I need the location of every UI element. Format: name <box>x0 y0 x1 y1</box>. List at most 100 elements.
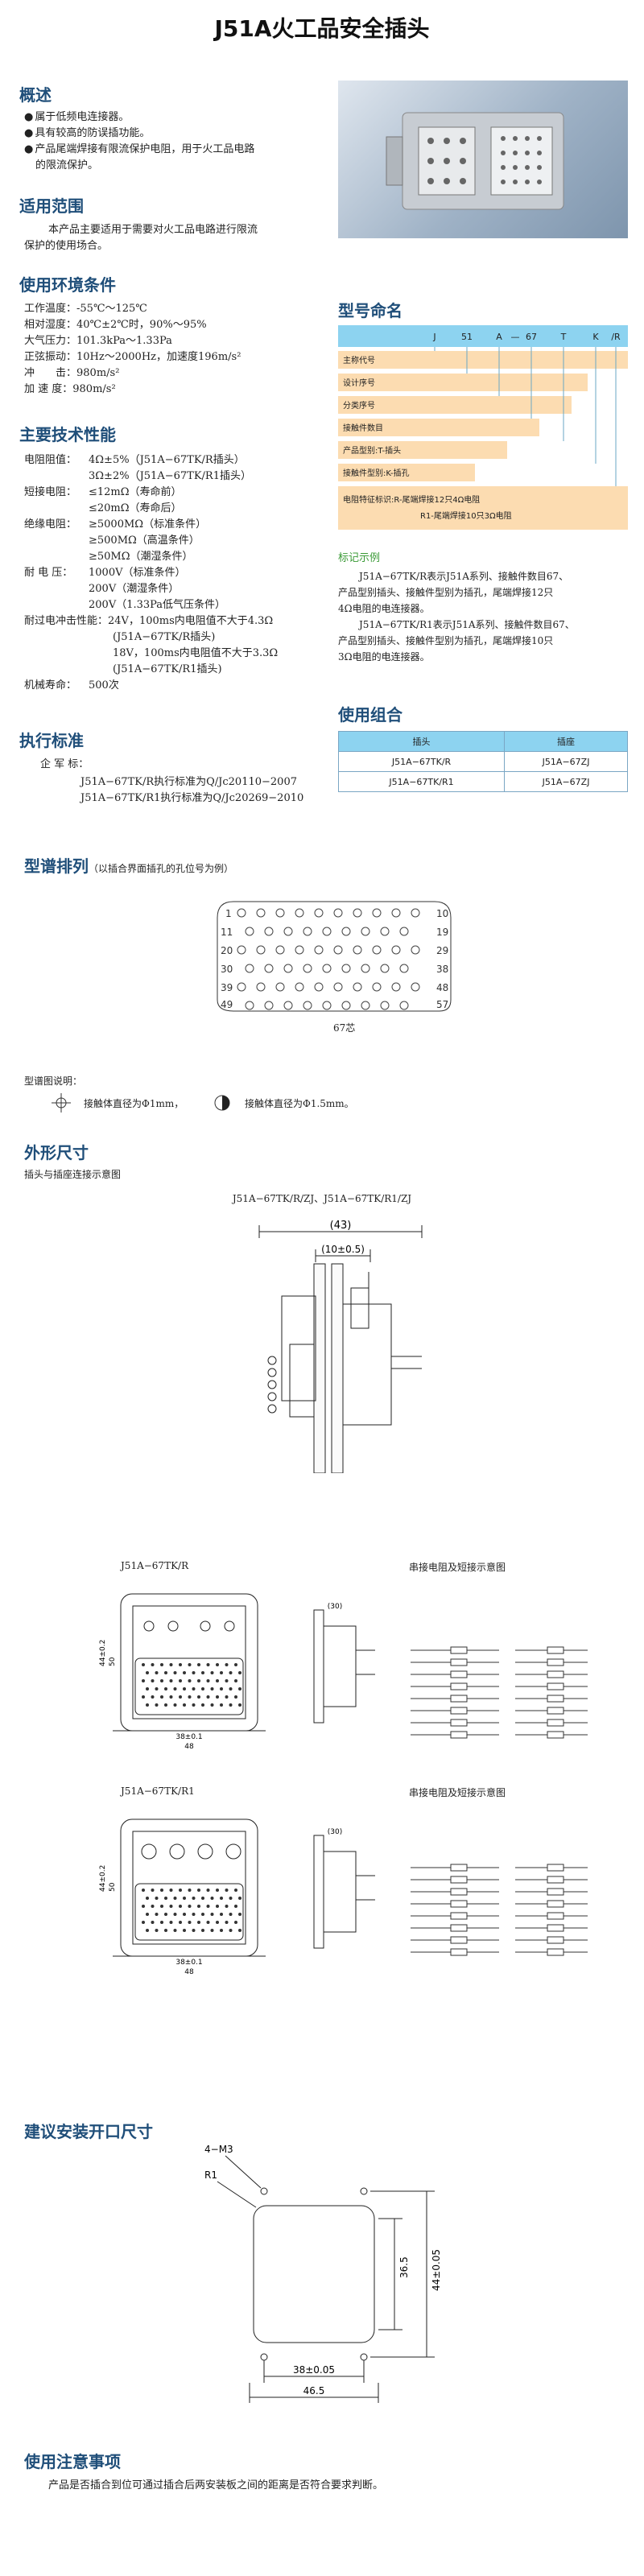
svg-text:36.5: 36.5 <box>398 2256 410 2278</box>
r-side-view: (30) <box>298 1602 378 1731</box>
model-code: A <box>496 332 502 342</box>
svg-text:R1: R1 <box>204 2169 217 2181</box>
tech-line: 机械寿命：500次 <box>24 679 119 691</box>
svg-text:50: 50 <box>109 1657 117 1666</box>
table-row: J51A−67TK/R J51A−67ZJ <box>337 751 628 772</box>
model-code: — <box>511 332 520 342</box>
model-heading: 型号命名 <box>338 301 402 320</box>
dimension-heading: 外形尺寸 <box>24 1143 89 1162</box>
assembly-drawing: (43) (10±0.5) <box>209 1208 467 1474</box>
list-item: 属于低频电连接器。 <box>24 109 330 126</box>
model-code: J <box>432 332 436 342</box>
page-title: J51A火工品安全插头 <box>214 15 430 42</box>
tech-line: 绝缘电阻：≥5000MΩ（标准条件） <box>24 518 207 530</box>
pin-layout-diagram: 1 10 11 19 20 29 30 38 39 48 49 57 <box>185 890 483 1019</box>
layout-heading: 型谱排列 <box>24 857 89 876</box>
tech-line: 耐过电冲击性能：24V，100ms内电阻值不大于4.3Ω <box>24 615 274 627</box>
env-row: 正弦振动：10Hz～2000Hz，加速度196m/s² <box>24 351 242 363</box>
scope-text-line: 保护的使用场合。 <box>24 240 109 252</box>
tech-line: 3Ω±2%（J51A−67TK/R1插头） <box>89 470 251 482</box>
model-code: K <box>592 332 599 342</box>
small-contact-icon <box>52 1093 71 1113</box>
r1-scheme-title: 串接电阻及短接示意图 <box>409 1787 506 1798</box>
tech-heading: 主要技术性能 <box>19 425 116 444</box>
overview-list: 属于低频电连接器。 具有较高的防误插功能。 产品尾端焊接有限流保护电阻，用于火工… <box>24 109 330 158</box>
model-diagram: J 51 A — 67 T K /R 主称代号 设计序号 分类序号 接触件数目 … <box>338 325 628 536</box>
standard-heading: 执行标准 <box>19 731 84 750</box>
tech-line: 电阻阻值：4Ω±5%（J51A−67TK/R插头） <box>24 454 245 466</box>
svg-text:30: 30 <box>221 964 233 975</box>
model-label: 接触件型别:K-插孔 <box>343 468 410 478</box>
env-row: 大气压力：101.3kPa～1.33Pa <box>24 335 172 347</box>
overview-bullet-continued: 的限流保护。 <box>35 159 99 171</box>
r-front-view: 38±0.1 48 44±0.2 50 <box>97 1578 298 1755</box>
scope-heading: 适用范围 <box>19 196 84 216</box>
model-label: 主称代号 <box>343 355 375 365</box>
dimension-title: J51A−67TK/R/ZJ、J51A−67TK/R1/ZJ <box>232 1193 412 1204</box>
env-row: 加 速 度：980m/s² <box>24 383 116 395</box>
env-row: 工作温度：-55℃～125℃ <box>24 303 147 315</box>
tech-table: 电阻阻值：4Ω±5%（J51A−67TK/R插头） 3Ω±2%（J51A−67T… <box>24 452 338 694</box>
svg-text:46.5: 46.5 <box>303 2385 325 2396</box>
svg-text:(43): (43) <box>330 1220 352 1232</box>
product-photo <box>338 80 628 238</box>
dimension-sub: 插头与插座连接示意图 <box>24 1169 122 1180</box>
svg-text:20: 20 <box>221 945 233 956</box>
layout-heading-wrap: 型谱排列（以插合界面插孔的孔位号为例） <box>24 853 233 877</box>
svg-text:38: 38 <box>436 964 448 975</box>
svg-text:57: 57 <box>436 999 448 1010</box>
svg-text:(30): (30) <box>328 1603 342 1611</box>
env-row: 冲 击：980m/s² <box>24 367 120 379</box>
standard-line: J51A−67TK/R1执行标准为Q/Jc20269−2010 <box>80 792 304 804</box>
combo-table: 插头 插座 J51A−67TK/R J51A−67ZJ J51A−67TK/R1… <box>337 731 628 792</box>
list-item: 具有较高的防误插功能。 <box>24 126 330 142</box>
table-row: J51A−67TK/R1 J51A−67ZJ <box>337 771 628 792</box>
svg-text:(10±0.5): (10±0.5) <box>321 1244 365 1255</box>
model-code: 51 <box>461 332 473 342</box>
svg-text:48: 48 <box>184 1968 194 1976</box>
svg-text:44±0.05: 44±0.05 <box>431 2249 442 2291</box>
svg-text:44±0.2: 44±0.2 <box>99 1865 107 1892</box>
large-contact-icon <box>214 1095 230 1111</box>
tech-line: ≤20mΩ（寿命后） <box>89 502 182 514</box>
tech-line: ≥500MΩ（高温条件） <box>89 535 200 547</box>
r1-title: J51A−67TK/R1 <box>121 1785 195 1797</box>
svg-text:48: 48 <box>184 1743 194 1751</box>
standard-line: J51A−67TK/R执行标准为Q/Jc20110−2007 <box>80 776 297 788</box>
env-table: 工作温度：-55℃～125℃ 相对湿度：40℃±2℃时，90%～95% 大气压力… <box>24 301 330 398</box>
r1-front-view: 38±0.1 48 44±0.2 50 <box>97 1803 298 1980</box>
notice-text: 产品是否插合到位可通过插合后两安装板之间的距离是否符合要求判断。 <box>48 2479 384 2491</box>
example-block: J51A−67TK/R表示J51A系列、接触件数目67、 产品型别插头、接触件型… <box>338 571 575 663</box>
layout-caption: 67芯 <box>333 1022 356 1034</box>
svg-text:44±0.2: 44±0.2 <box>99 1640 107 1666</box>
model-label: 产品型别:T-插头 <box>343 445 401 456</box>
tech-line: (J51A−67TK/R插头) <box>113 631 216 643</box>
svg-text:38±0.1: 38±0.1 <box>175 1733 202 1741</box>
overview-heading: 概述 <box>19 85 52 105</box>
combo-header: 插座 <box>504 731 628 752</box>
svg-text:10: 10 <box>436 908 448 919</box>
svg-text:1: 1 <box>225 908 232 919</box>
model-label: R1-尾端焊接10只3Ω电阻 <box>420 510 512 521</box>
model-code: 67 <box>526 332 537 342</box>
model-label: 分类序号 <box>343 400 375 411</box>
svg-text:29: 29 <box>436 945 448 956</box>
tech-line: ≥50MΩ（潮湿条件） <box>89 551 193 563</box>
example-heading: 标记示例 <box>338 552 381 564</box>
tech-line: (J51A−67TK/R1插头) <box>113 663 222 675</box>
tech-line: 200V（1.33Pa低气压条件） <box>89 599 226 611</box>
model-code: /R <box>611 332 621 342</box>
model-code: T <box>560 332 567 342</box>
standard-label: 企 军 标： <box>40 758 89 770</box>
model-label: 接触件数目 <box>343 423 383 433</box>
combo-header: 插头 <box>337 731 506 752</box>
r-title: J51A−67TK/R <box>121 1560 189 1571</box>
r-scheme <box>402 1642 596 1755</box>
env-row: 相对湿度：40℃±2℃时，90%～95% <box>24 319 207 331</box>
svg-text:38±0.05: 38±0.05 <box>293 2364 335 2376</box>
mount-heading: 建议安装开口尺寸 <box>24 2122 153 2141</box>
svg-text:38±0.1: 38±0.1 <box>175 1959 202 1967</box>
tech-line: 短接电阻：≤12mΩ（寿命前） <box>24 486 182 498</box>
layout-sub: （以插合界面插孔的孔位号为例） <box>89 863 234 874</box>
r-scheme-title: 串接电阻及短接示意图 <box>409 1562 506 1573</box>
